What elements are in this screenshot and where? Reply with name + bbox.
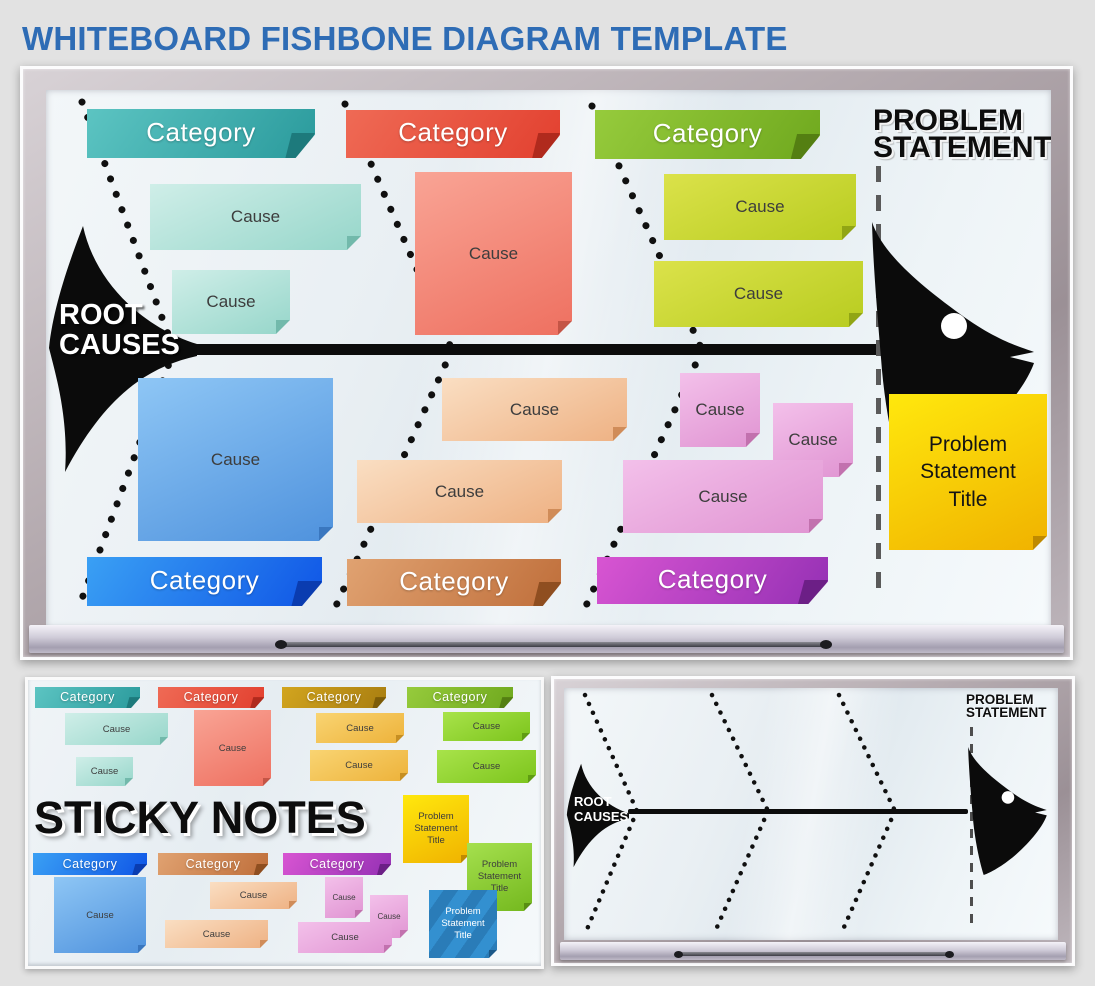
category-banner-lime[interactable]: Category <box>595 110 820 159</box>
cause-note[interactable]: Cause <box>298 922 392 953</box>
category-banner-orange[interactable]: Category <box>158 853 268 875</box>
cause-note[interactable]: Cause <box>415 172 572 335</box>
category-banner-blue[interactable]: Category <box>87 557 322 606</box>
problem-statement-note-blue[interactable]: Problem Statement Title <box>429 890 497 958</box>
cause-note[interactable]: Cause <box>437 750 536 783</box>
cause-note[interactable]: Cause <box>172 270 290 334</box>
cause-note[interactable]: Cause <box>623 460 823 533</box>
category-banner-purple[interactable]: Category <box>283 853 391 875</box>
cause-note[interactable]: Cause <box>357 460 562 523</box>
category-banner-blue[interactable]: Category <box>33 853 147 875</box>
empty-template-whiteboard: ROOT CAUSES PROBLEM STATEMENT <box>551 676 1075 966</box>
cause-note[interactable]: Cause <box>54 877 146 953</box>
category-banner-gold[interactable]: Category <box>282 687 386 708</box>
problem-statement-note[interactable]: Problem Statement Title <box>889 394 1047 550</box>
cause-note[interactable]: Cause <box>76 757 133 786</box>
category-banner-green[interactable]: Category <box>407 687 513 708</box>
problem-statement-label: PROBLEM STATEMENT <box>966 692 1047 720</box>
fishbone-spine <box>150 344 908 355</box>
fish-eye-icon <box>941 313 967 339</box>
root-causes-label: ROOT CAUSES <box>574 794 629 824</box>
cause-note[interactable]: Cause <box>443 712 530 741</box>
main-whiteboard: ROOT CAUSES PROBLEM STATEMENT Category C… <box>20 66 1073 660</box>
marker-pen <box>275 640 832 649</box>
cause-note[interactable]: Cause <box>325 877 363 918</box>
category-banner-teal[interactable]: Category <box>87 109 315 158</box>
page-title: WHITEBOARD FISHBONE DIAGRAM TEMPLATE <box>22 20 788 57</box>
marker-tray <box>560 942 1066 960</box>
category-banner-teal[interactable]: Category <box>35 687 140 708</box>
cause-note[interactable]: Cause <box>65 713 168 745</box>
fishbone-spine <box>628 809 968 814</box>
cause-note[interactable]: Cause <box>442 378 627 441</box>
whiteboard-frame: ROOT CAUSES PROBLEM STATEMENT Category C… <box>23 69 1070 657</box>
marker-tray <box>29 625 1064 653</box>
problem-statement-note-yellow[interactable]: Problem Statement Title <box>403 795 469 863</box>
problem-divider-line <box>876 166 881 596</box>
cause-note[interactable]: Cause <box>664 174 856 240</box>
whiteboard-surface: ROOT CAUSES PROBLEM STATEMENT Category C… <box>46 90 1051 628</box>
fish-eye-icon <box>1001 791 1015 804</box>
cause-note[interactable]: Cause <box>680 373 760 447</box>
category-banner-red[interactable]: Category <box>346 110 560 158</box>
fish-head-icon <box>968 746 1047 876</box>
cause-note[interactable]: Cause <box>138 378 333 541</box>
cause-note[interactable]: Cause <box>150 184 361 250</box>
category-banner-orange[interactable]: Category <box>347 559 561 606</box>
whiteboard-frame: ROOT CAUSES PROBLEM STATEMENT <box>554 679 1072 963</box>
whiteboard-surface: ROOT CAUSES PROBLEM STATEMENT <box>564 688 1058 940</box>
sticky-notes-panel: Category Category Category Category Caus… <box>25 677 544 969</box>
cause-note[interactable]: Cause <box>165 920 268 948</box>
cause-note[interactable]: Cause <box>654 261 863 327</box>
cause-note[interactable]: Cause <box>210 882 297 909</box>
panel-title: STICKY NOTES <box>34 792 366 843</box>
problem-statement-label: PROBLEM STATEMENT <box>873 104 1051 164</box>
cause-note[interactable]: Cause <box>310 750 408 781</box>
cause-note[interactable]: Cause <box>194 710 271 786</box>
category-banner-red[interactable]: Category <box>158 687 264 708</box>
category-banner-magenta[interactable]: Category <box>597 557 828 604</box>
marker-pen <box>674 951 954 958</box>
problem-divider-line <box>970 727 973 929</box>
cause-note[interactable]: Cause <box>316 713 404 743</box>
root-causes-label: ROOT CAUSES <box>59 299 180 361</box>
